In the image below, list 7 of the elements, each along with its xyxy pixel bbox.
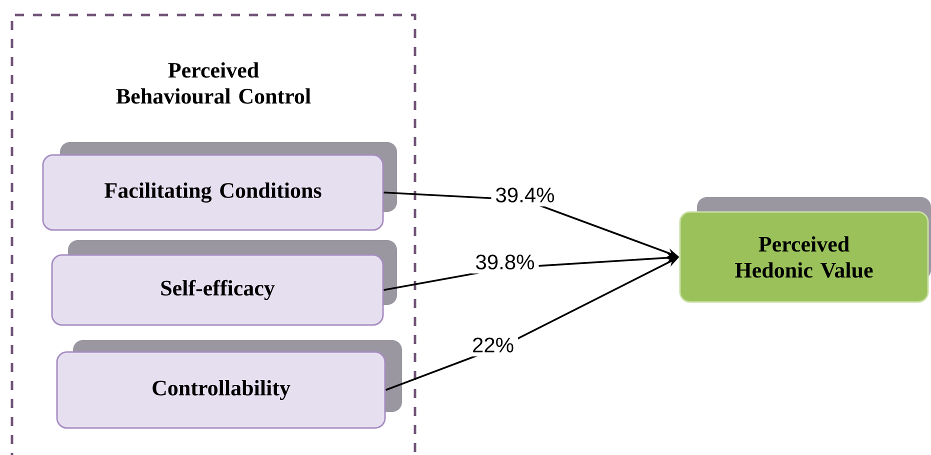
factor-box: Controllability (56, 340, 402, 429)
result-box: Perceived Hedonic Value (679, 197, 931, 303)
edge-label: 39.4% (491, 184, 559, 206)
edge-label: 39.8% (471, 250, 539, 274)
factor-box: Facilitating Conditions (42, 142, 397, 231)
factor-box: Self-efficacy (51, 240, 397, 326)
edge-label: 22% (468, 334, 518, 356)
